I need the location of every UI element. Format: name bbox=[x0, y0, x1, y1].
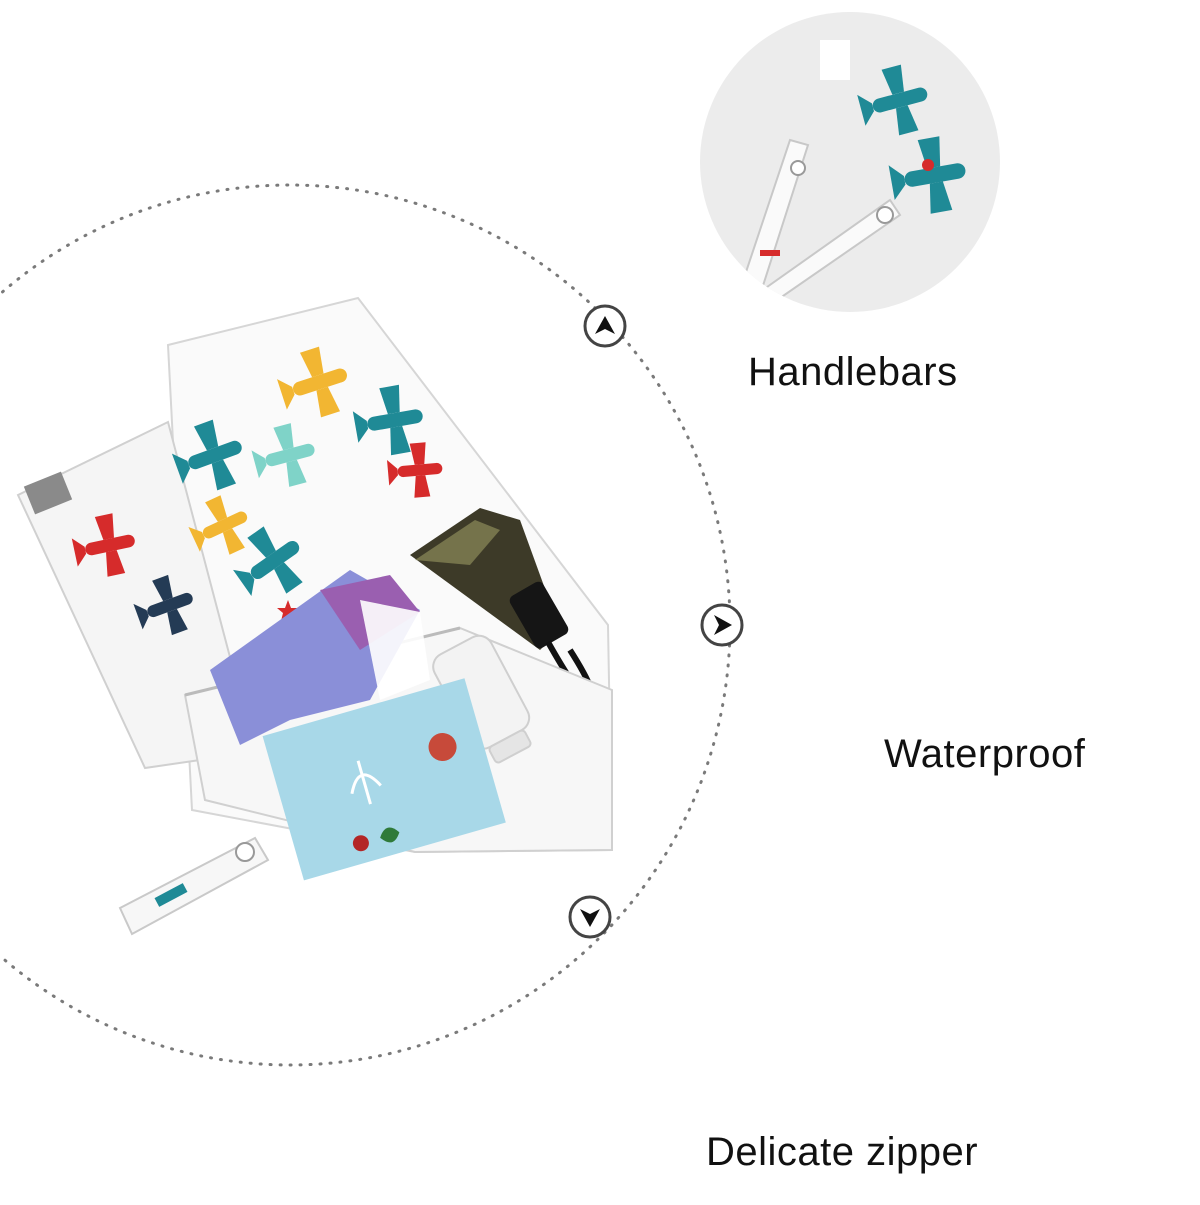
umbrella-item bbox=[410, 508, 597, 709]
feature-label-handlebars: Handlebars bbox=[748, 350, 958, 394]
arrow-badge-icon bbox=[583, 304, 627, 348]
wet-bag-illustration bbox=[16, 296, 614, 936]
arrow-badge-icon bbox=[568, 895, 612, 939]
arrow-badge-icon bbox=[700, 603, 744, 647]
feature-label-delicate-zipper: Delicate zipper bbox=[706, 1130, 979, 1174]
feature-label-waterproof: Waterproof bbox=[884, 732, 1086, 776]
wrist-strap bbox=[118, 836, 270, 936]
handle-detail-circle bbox=[700, 12, 1000, 312]
card-wallet-item bbox=[262, 678, 506, 881]
